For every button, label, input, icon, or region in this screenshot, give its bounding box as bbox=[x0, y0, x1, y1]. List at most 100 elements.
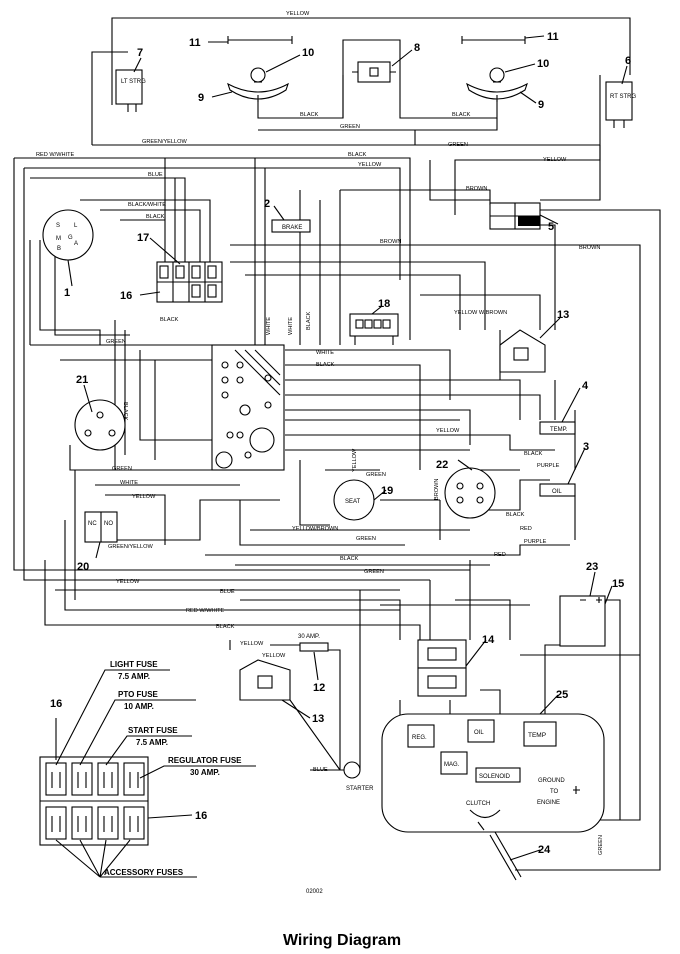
ground-label-3: ENGINE bbox=[537, 800, 560, 806]
wire-label-white-mid: WHITE bbox=[316, 350, 334, 356]
callout-2: 2 bbox=[264, 198, 270, 210]
callout-4: 4 bbox=[582, 380, 589, 392]
starter: STARTER bbox=[343, 761, 374, 792]
wire-label-green-yellow-low: GREEN/YELLOW bbox=[108, 544, 153, 550]
wire-label-white-vertical-2: WHITE bbox=[288, 317, 294, 335]
start-fuse-label: START FUSE bbox=[128, 726, 178, 735]
rt-strg-label: RT STRG bbox=[610, 94, 636, 100]
callout-15: 15 bbox=[612, 578, 624, 590]
callout-16-lower-right: 16 bbox=[195, 810, 207, 822]
ground-strap bbox=[489, 831, 522, 881]
wire-label-black-right: BLACK bbox=[452, 112, 471, 118]
drawing-number: 02002 bbox=[306, 889, 323, 895]
fuse-30-amp: 30 AMP. bbox=[298, 634, 329, 652]
wire-label-yellow-relay-2: YELLOW bbox=[262, 653, 286, 659]
fuse-legend: LIGHT FUSE 7.5 AMP. PTO FUSE 10 AMP. STA… bbox=[104, 660, 242, 877]
pin-s: S bbox=[56, 223, 60, 229]
wire-label-black-low: BLACK bbox=[340, 556, 359, 562]
fuse-row-bottom bbox=[45, 806, 145, 840]
ground-label-2: TO bbox=[550, 789, 559, 795]
wire-label-white-low: WHITE bbox=[120, 480, 138, 486]
relay-5 bbox=[489, 202, 541, 230]
pin-b: B bbox=[57, 246, 61, 252]
wire-label-green-yellow-top: GREEN/YELLOW bbox=[142, 139, 187, 145]
wire-label-blue-top: BLUE bbox=[148, 172, 163, 178]
wire-label-red-w-white: RED W/WHITE bbox=[186, 608, 224, 614]
callout-13-upper: 13 bbox=[557, 309, 569, 321]
regulator-fuse-label: REGULATOR FUSE bbox=[168, 756, 242, 765]
no-label: NO bbox=[104, 521, 113, 527]
fuse-block-upper bbox=[156, 261, 223, 303]
callout-16-upper: 16 bbox=[120, 290, 132, 302]
callout-23: 23 bbox=[586, 561, 598, 573]
callout-16-lower-top: 16 bbox=[50, 698, 62, 710]
wire-label-yellow-top: YELLOW bbox=[286, 11, 310, 17]
right-steering-switch: RT STRG bbox=[605, 81, 636, 128]
work-light-bar-left bbox=[227, 36, 293, 44]
wire-label-black-18: BLACK bbox=[316, 362, 335, 368]
brake-switch: BRAKE bbox=[271, 219, 311, 233]
wire-label-green-pto: GREEN bbox=[112, 466, 132, 472]
callout-11-right: 11 bbox=[547, 31, 559, 43]
seat-switch: SEAT bbox=[333, 479, 375, 521]
wire-color-labels: YELLOW GREEN/YELLOW BLACK BLACK GREEN GR… bbox=[36, 11, 604, 855]
callout-5: 5 bbox=[548, 221, 554, 233]
callout-12: 12 bbox=[313, 682, 325, 694]
pto-fuse-label: PTO FUSE bbox=[118, 690, 159, 699]
pin-m: M bbox=[56, 236, 61, 242]
fuse-block-lower bbox=[39, 756, 149, 846]
wire-label-green-top: GREEN bbox=[340, 124, 360, 130]
wire-label-green-left: GREEN bbox=[106, 339, 126, 345]
relay-13-lower bbox=[239, 659, 291, 701]
temp-switch: TEMP. bbox=[539, 421, 576, 435]
pto-fuse-amp: 10 AMP. bbox=[124, 702, 154, 711]
pin-l: L bbox=[74, 223, 78, 229]
callout-8: 8 bbox=[414, 42, 420, 54]
work-light-bar-right bbox=[461, 36, 526, 44]
callout-14: 14 bbox=[482, 634, 495, 646]
headlight-right bbox=[466, 67, 528, 102]
light-fuse-label: LIGHT FUSE bbox=[110, 660, 158, 669]
wire-label-black-temp: BLACK bbox=[524, 451, 543, 457]
callout-20: 20 bbox=[77, 561, 89, 573]
callout-21: 21 bbox=[76, 374, 88, 386]
wire-label-green-ground: GREEN bbox=[598, 835, 604, 855]
oil-switch: OIL bbox=[539, 483, 576, 497]
wire-label-yellow-lower: YELLOW bbox=[116, 579, 140, 585]
callout-1: 1 bbox=[64, 287, 70, 299]
wire-label-white-vertical: WHITE bbox=[266, 317, 272, 335]
wire-label-black-22: BLACK bbox=[506, 512, 525, 518]
wire-label-green-top-right: GREEN bbox=[448, 142, 468, 148]
pto-switch bbox=[74, 399, 126, 451]
wire-label-brown-mid: BROWN bbox=[380, 239, 401, 245]
callout-19: 19 bbox=[381, 485, 393, 497]
wire-label-blue-lower: BLUE bbox=[220, 589, 235, 595]
fuse-leaders bbox=[55, 669, 256, 878]
light-switch bbox=[352, 61, 396, 83]
switch-20: NC NO bbox=[84, 511, 118, 543]
oil-label: OIL bbox=[552, 489, 562, 495]
callout-10-left: 10 bbox=[302, 47, 314, 59]
wire-label-yellow-mid: YELLOW bbox=[358, 162, 382, 168]
clutch-label: CLUTCH bbox=[466, 801, 490, 807]
wire-label-green-low: GREEN bbox=[356, 536, 376, 542]
callout-17: 17 bbox=[137, 232, 149, 244]
callout-leaders bbox=[67, 35, 628, 861]
brake-label: BRAKE bbox=[282, 225, 302, 231]
nc-label: NC bbox=[88, 521, 97, 527]
wire-label-yellow-right: YELLOW bbox=[543, 157, 567, 163]
connector-18 bbox=[349, 313, 399, 345]
wire-label-yellow-vertical: YELLOW bbox=[352, 448, 358, 472]
wire-label-red-white-top: RED W/WHITE bbox=[36, 152, 74, 158]
wire-label-purple-low: PURPLE bbox=[524, 539, 547, 545]
callout-numbers: 11 11 10 10 9 9 8 7 6 5 2 1 17 16 18 13 … bbox=[50, 31, 631, 856]
amp30-label: 30 AMP. bbox=[298, 634, 320, 640]
wire-label-brown-vertical: BROWN bbox=[434, 479, 440, 500]
headlight-left bbox=[227, 67, 289, 102]
central-module bbox=[211, 344, 285, 471]
wire-label-purple-temp: PURPLE bbox=[537, 463, 560, 469]
wire-label-blue-starter: BLUE bbox=[313, 767, 328, 773]
callout-24: 24 bbox=[538, 844, 551, 856]
oil-engine-label: OIL bbox=[474, 730, 484, 736]
